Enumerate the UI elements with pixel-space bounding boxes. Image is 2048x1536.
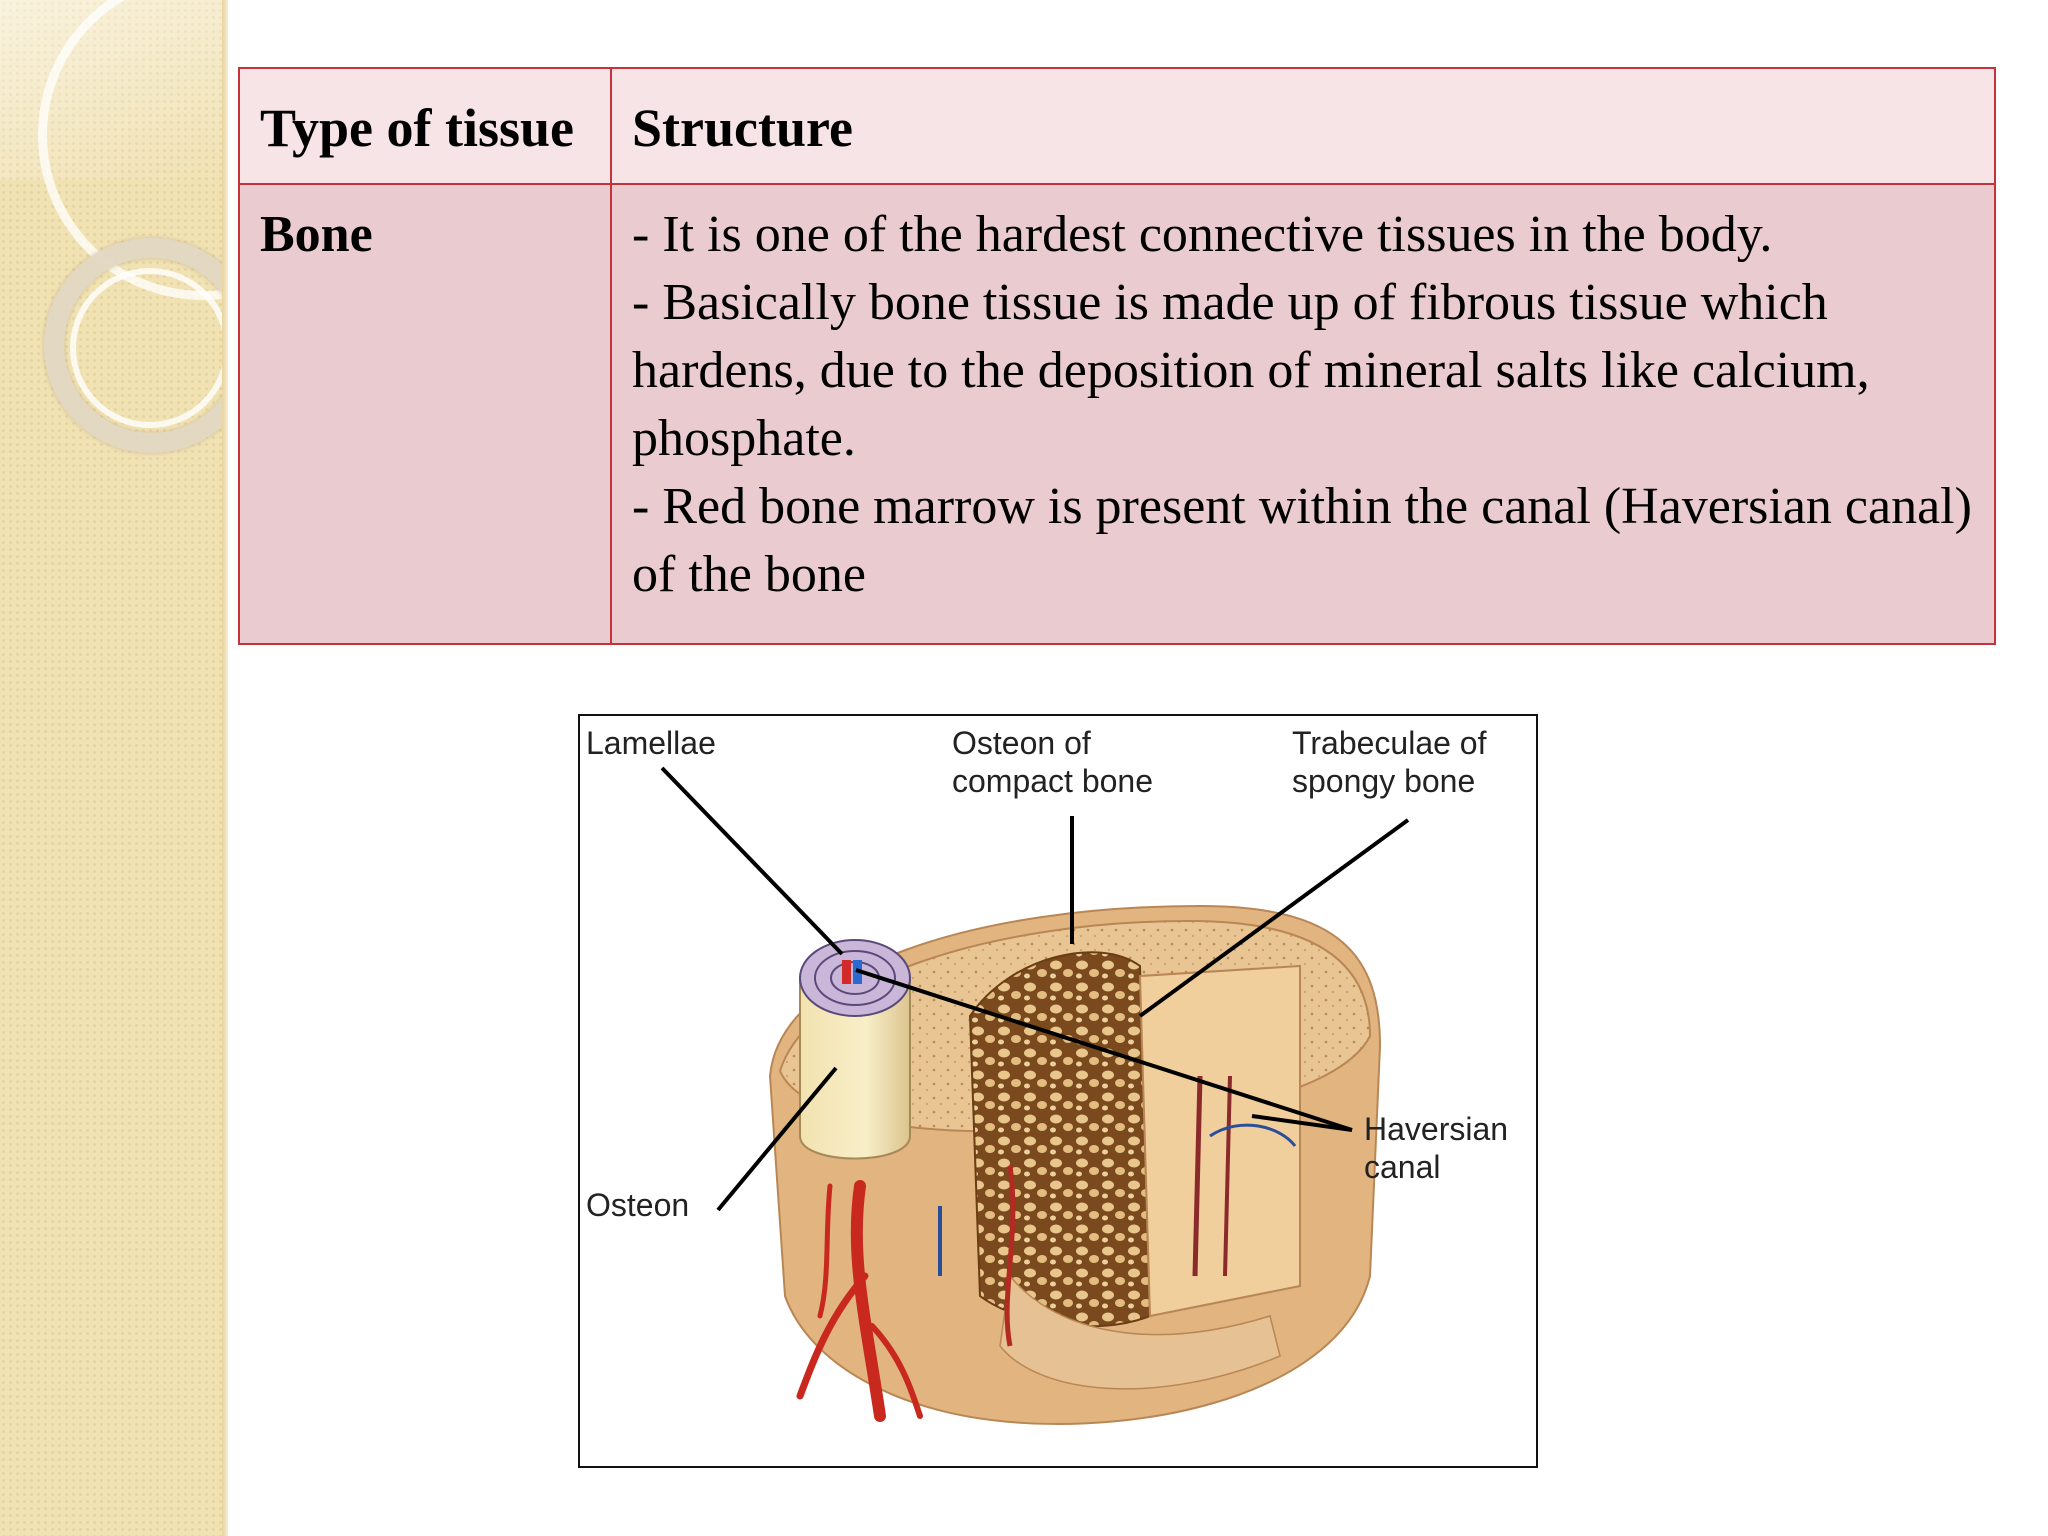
table-row: Bone - It is one of the hardest connecti… [238,183,1996,645]
table-header-row: Type of tissue Structure [238,67,1996,185]
leader-haversian-2 [1251,1114,1353,1132]
haversian-canal-1 [1192,1075,1203,1277]
leader-haversian-1 [855,968,1353,1132]
decorative-side-strip [0,0,228,1536]
structure-line-3: - Red bone marrow is present within the … [632,478,1972,603]
leader-osteon [716,1066,838,1212]
blood-vessel-main [850,1180,886,1422]
structure-line-2: - Basically bone tissue is made up of fi… [632,274,1870,467]
haversian-canal-2 [1223,1075,1232,1277]
tissue-table: Type of tissue Structure Bone - It is on… [238,67,1996,645]
label-trabeculae-spongy-bone: Trabeculae of spongy bone [1292,725,1487,799]
cut-face-right [1138,964,1301,1318]
structure-cell: - It is one of the hardest connective ti… [610,183,1996,645]
bone-structure-diagram: Lamellae Osteon of compact bone Trabecul… [578,714,1538,1468]
label-osteon: Osteon [586,1187,690,1223]
label-haversian-canal: Haversian canal [1364,1111,1509,1185]
structure-line-1: - It is one of the hardest connective ti… [632,206,1773,263]
label-osteon-compact-bone: Osteon of compact bone [952,725,1154,799]
strip-edge [222,0,228,1536]
tissue-type-cell: Bone [238,183,612,645]
label-lamellae: Lamellae [586,725,716,761]
osteon-cylinder [799,977,911,1160]
leader-lamellae [660,766,844,956]
bone-illustration [660,766,1410,1426]
header-structure: Structure [610,67,1996,185]
spongy-bone-region [968,951,1152,1328]
decorative-ring-small [70,268,228,428]
header-type-of-tissue: Type of tissue [238,67,612,185]
cut-face-bottom [999,1274,1281,1390]
leader-trabeculae [1138,818,1410,1018]
